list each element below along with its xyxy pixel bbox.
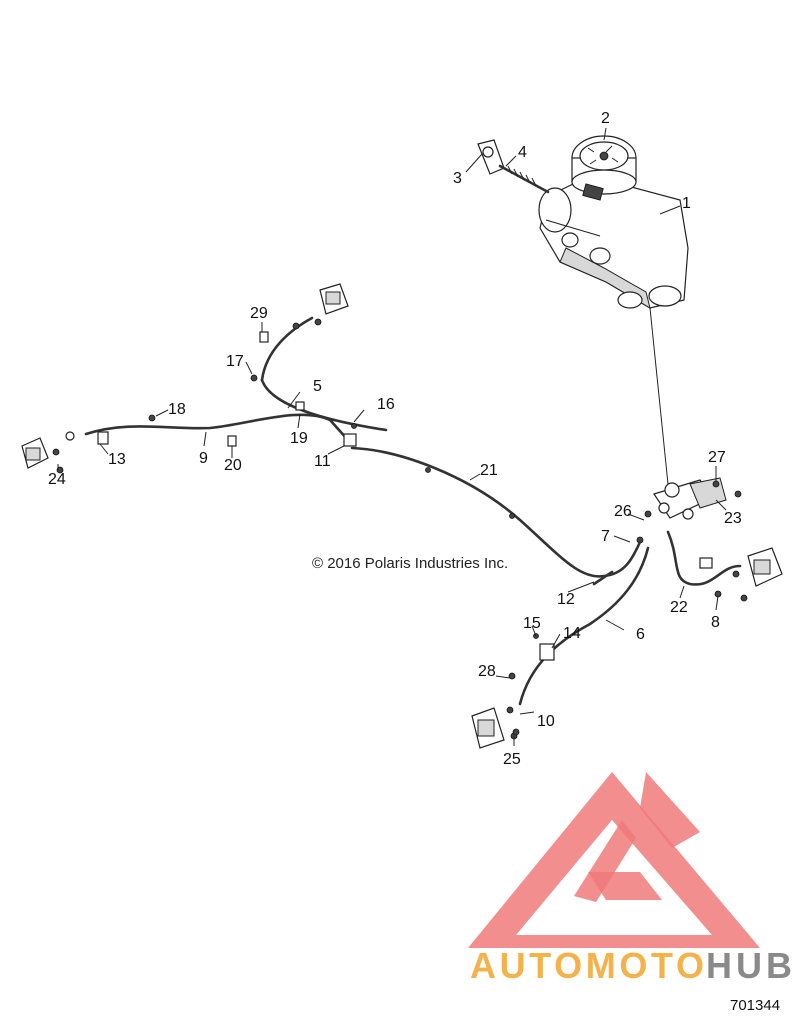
callout-5: 5 — [313, 378, 322, 395]
callout-8: 8 — [711, 614, 720, 631]
watermark-logo: AUTOMOTO HUB — [468, 772, 792, 986]
callout-1: 1 — [682, 195, 691, 212]
caliper-top — [292, 283, 349, 330]
watermark-text-primary: AUTOMOTO — [470, 945, 704, 986]
callout-2: 2 — [601, 110, 610, 127]
callout-3: 3 — [453, 170, 462, 187]
callout-6: 6 — [636, 626, 645, 643]
figure-number: 701344 — [730, 997, 780, 1014]
callout-12: 12 — [557, 591, 575, 608]
callout-13: 13 — [108, 451, 126, 468]
callout-14: 14 — [563, 625, 581, 642]
callout-28: 28 — [478, 663, 496, 680]
callout-21: 21 — [480, 462, 498, 479]
callout-labels: 1 2 3 4 5 6 7 8 9 10 11 12 13 14 15 16 1… — [48, 110, 742, 768]
callout-9: 9 — [199, 450, 208, 467]
callout-29: 29 — [250, 305, 268, 322]
callout-19: 19 — [290, 430, 308, 447]
callout-4: 4 — [518, 144, 527, 161]
callout-18: 18 — [168, 401, 186, 418]
callout-24: 24 — [48, 471, 66, 488]
caliper-right — [732, 547, 783, 602]
callout-17: 17 — [226, 353, 244, 370]
copyright-notice: © 2016 Polaris Industries Inc. — [312, 555, 508, 572]
caliper-left — [21, 431, 75, 474]
callout-15: 15 — [523, 615, 541, 632]
callout-11: 11 — [314, 453, 331, 470]
caliper-bottom — [471, 706, 518, 749]
master-cylinder — [538, 135, 689, 310]
callout-22: 22 — [670, 599, 688, 616]
callout-26: 26 — [614, 503, 632, 520]
callout-7: 7 — [601, 528, 610, 545]
push-rod — [477, 139, 550, 194]
leader-lines — [57, 127, 727, 746]
proportioning-valve — [636, 477, 742, 544]
callout-10: 10 — [537, 713, 555, 730]
callout-20: 20 — [224, 457, 242, 474]
watermark-text-secondary: HUB — [706, 945, 792, 986]
callout-25: 25 — [503, 751, 521, 768]
brake-lines — [84, 316, 742, 706]
callout-16: 16 — [377, 396, 395, 413]
hardware — [97, 331, 722, 736]
callout-27: 27 — [708, 449, 726, 466]
callout-23: 23 — [724, 510, 742, 527]
